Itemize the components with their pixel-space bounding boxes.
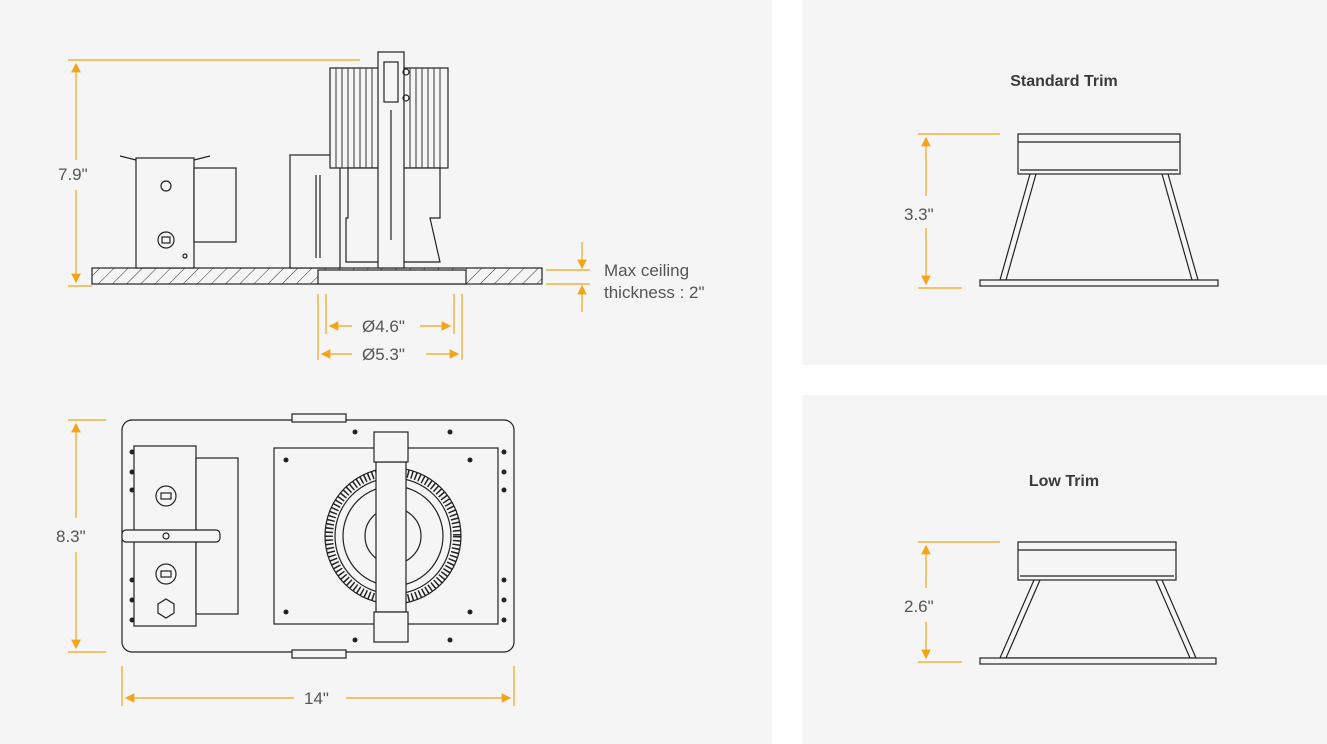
top-view [121,413,515,659]
low-trim-height-label: 2.6" [904,597,934,616]
standard-trim-panel [802,0,1327,365]
top-height-label: 8.3" [56,527,86,546]
max-ceiling-label-2: thickness : 2" [604,283,705,302]
aperture-inner-label: Ø4.6" [362,317,405,336]
low-trim-title: Low Trim [1029,473,1099,490]
standard-trim-height-label: 3.3" [904,205,934,224]
support-bar [375,461,407,613]
aperture-outer-label: Ø5.3" [362,345,405,364]
side-view [91,51,543,285]
standard-trim-title: Standard Trim [1010,73,1118,90]
junction-box [135,157,195,269]
side-height-label: 7.9" [58,165,88,184]
side-view-dimensions [68,59,590,360]
standard-trim-drawing [979,133,1219,287]
max-ceiling-label-1: Max ceiling [604,261,689,280]
low-trim-drawing [979,541,1217,665]
ceiling-slab [91,267,543,285]
top-view-dimensions [68,419,515,706]
mounting-bracket [289,154,341,269]
trim-flange [317,269,467,285]
top-width-label: 14" [304,689,329,708]
low-trim-dimension [918,541,1000,663]
standard-trim-dimension [918,133,1000,289]
